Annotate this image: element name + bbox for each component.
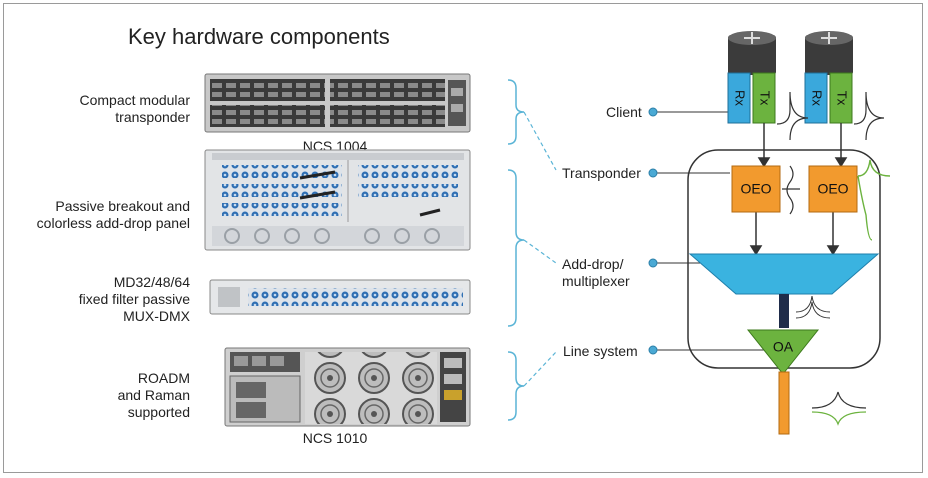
oeo-box (731, 165, 781, 213)
fiber-link (779, 294, 789, 328)
waveform-icon (782, 165, 800, 215)
dashed-connectors (523, 111, 557, 387)
label-line: Add-drop/ (562, 256, 624, 272)
label-roadm: ROADM and Raman supported (40, 370, 190, 421)
mux-trapezoid (688, 253, 880, 295)
label-line: and Raman (117, 387, 190, 403)
label-muxdmx: MD32/48/64 fixed filter passive MUX-DMX (40, 274, 190, 325)
ncs1004-chassis-image (204, 73, 471, 133)
spectrum-icon (795, 295, 831, 319)
leader-lines (656, 111, 765, 351)
oa-triangle (746, 329, 820, 375)
leader-dots (648, 107, 658, 355)
client-signal-icon (776, 91, 809, 141)
label-client: Client (606, 104, 642, 120)
router-icon (805, 31, 853, 75)
tx-label: Tx (835, 91, 850, 106)
breakout-panel-image (204, 149, 471, 251)
label-line: Compact modular (79, 92, 191, 108)
label-line-system: Line system (563, 343, 638, 359)
client-ports (727, 72, 853, 124)
label-adddrop: Add-drop/ multiplexer (562, 256, 630, 290)
muxdmx-panel-image (209, 279, 471, 315)
spectrum-icon (811, 391, 867, 409)
label-line: MUX-DMX (123, 308, 190, 324)
spectrum-icon (811, 411, 867, 426)
label-line: Passive breakout and (55, 198, 190, 214)
label-compact-transponder: Compact modular transponder (40, 92, 191, 126)
label-breakout-panel: Passive breakout and colorless add-drop … (10, 198, 190, 232)
label-transponder: Transponder (562, 165, 641, 181)
waveform-icon (857, 159, 891, 241)
rx-label: Rx (733, 90, 748, 106)
label-line: MD32/48/64 (113, 274, 190, 290)
oa-label: OA (773, 339, 794, 355)
oeo-label: OEO (740, 181, 771, 197)
output-fiber (778, 371, 790, 435)
rx-label: Rx (810, 90, 825, 106)
tx-label: Tx (758, 91, 773, 106)
oeo-box (808, 165, 858, 213)
label-line: transponder (115, 109, 190, 125)
label-line: colorless add-drop panel (36, 215, 190, 231)
label-line: multiplexer (562, 273, 630, 289)
label-line: fixed filter passive (78, 291, 190, 307)
label-line: supported (127, 404, 190, 420)
caption-ncs1010: NCS 1010 (302, 430, 368, 446)
brackets (507, 79, 525, 421)
client-signal-icon (853, 91, 885, 141)
ncs1010-chassis-image (224, 347, 471, 427)
router-icon (728, 31, 776, 75)
oeo-label: OEO (817, 181, 848, 197)
arrows (749, 123, 848, 256)
diagram-title: Key hardware components (128, 24, 390, 49)
label-line: ROADM (137, 370, 190, 386)
